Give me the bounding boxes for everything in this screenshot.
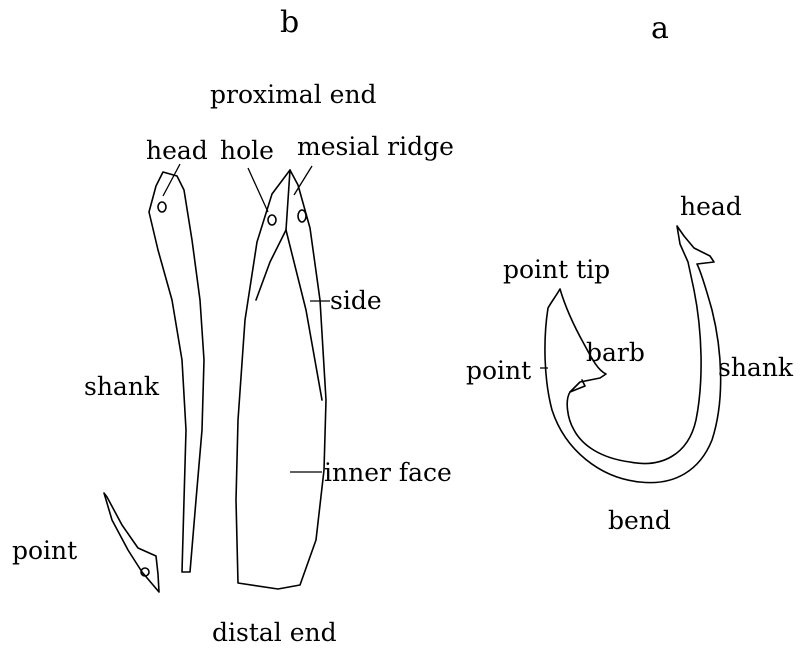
head-label-a: head (680, 194, 742, 219)
shank-label-a: shank (718, 355, 793, 380)
leader-head (163, 164, 180, 196)
leader-hole (248, 168, 268, 212)
head-hole-side (158, 202, 166, 212)
proximal-end-label: proximal end (210, 82, 377, 107)
bend-label: bend (608, 508, 671, 533)
hole-right (298, 210, 306, 222)
shank-label-b: shank (84, 374, 159, 399)
leader-mesial-ridge (294, 166, 312, 195)
shank-front-view-outline (236, 170, 326, 589)
point-label-b: point (12, 538, 77, 563)
point-piece-outline (104, 493, 159, 592)
mesial-ridge-label: mesial ridge (297, 134, 454, 159)
head-label-b: head (146, 138, 208, 163)
inner-face-line (256, 230, 286, 300)
side-label: side (330, 288, 382, 313)
panel-a-label: a (651, 14, 669, 44)
barb-label: barb (586, 340, 645, 365)
point-label-a: point (466, 358, 531, 383)
hole-left (268, 215, 276, 225)
distal-end-label: distal end (212, 620, 337, 645)
hole-label: hole (220, 138, 274, 163)
point-tip-label: point tip (503, 257, 610, 282)
inner-face-label: inner face (324, 460, 452, 485)
panel-b-label: b (280, 8, 299, 38)
